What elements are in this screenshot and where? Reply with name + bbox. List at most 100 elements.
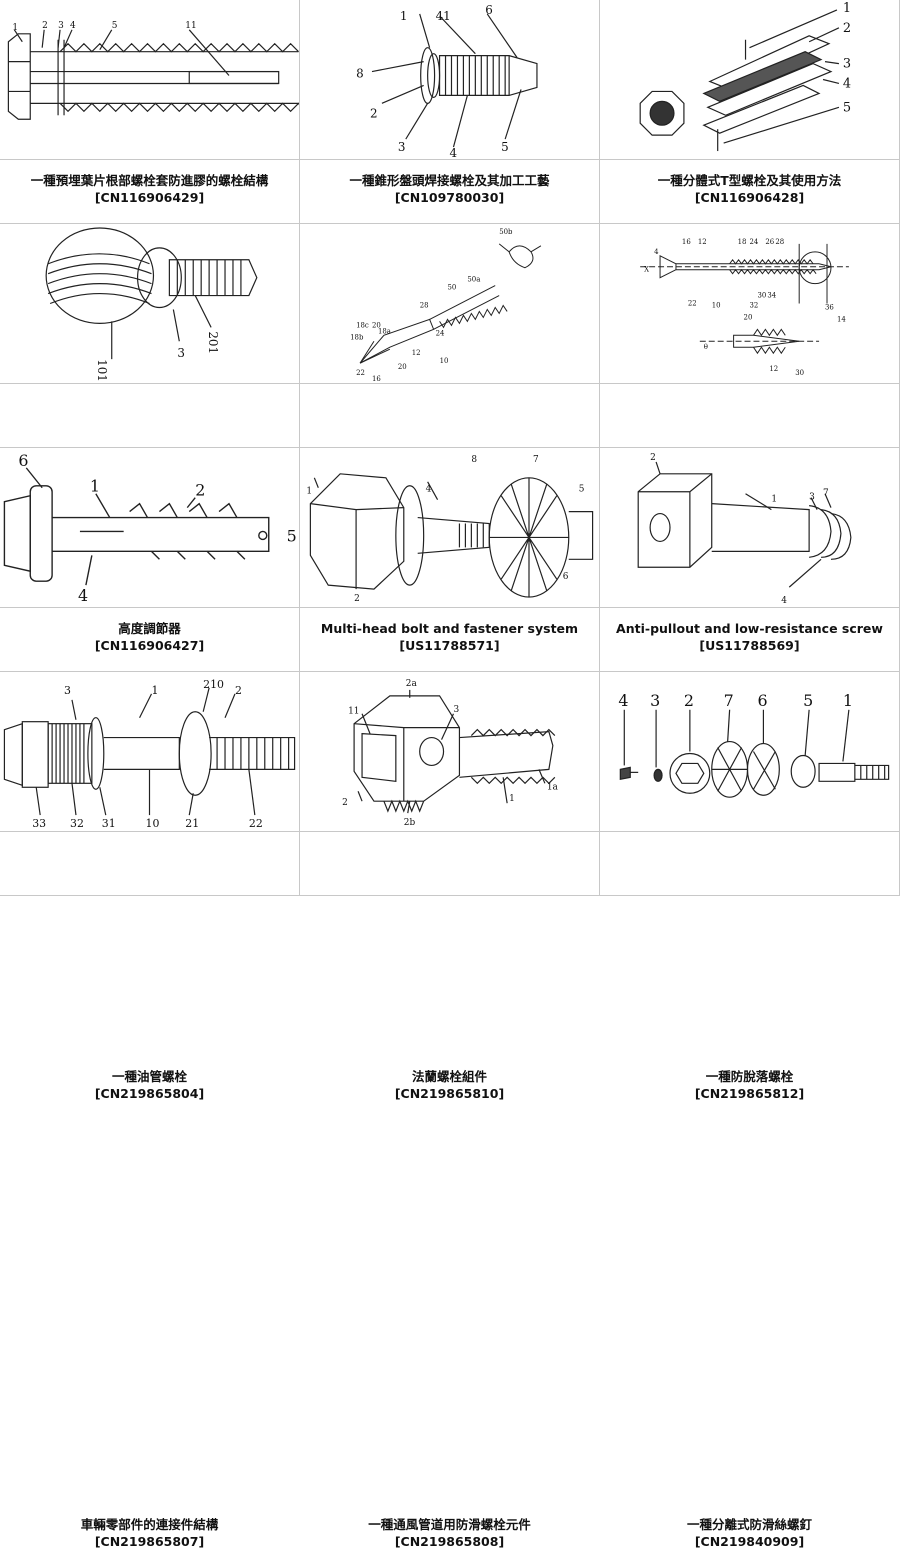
callout-label: 3 [398,140,406,154]
callout-label: 7 [724,691,734,710]
callout-label: 22 [356,369,365,377]
callout-label: 8 [356,67,364,81]
callout-label: 24 [750,238,759,246]
callout-label: 36 [825,303,834,311]
callout-label: 5 [501,140,509,154]
patent-drawing: 6 1 2 5 4 [0,448,299,608]
callout-label: 3 [809,493,815,503]
patent-number: [CN219865812] [600,1085,899,1102]
callout-label: 6 [757,691,767,710]
callout-label: 20 [398,363,407,371]
callout-label: 50 [448,284,457,292]
patent-drawing: 101 3 201 [0,224,299,384]
callout-label: 1 [509,794,515,804]
callout-label: 1 [12,23,18,33]
callout-label: 4 [618,691,628,710]
callout-label: 2b [404,818,416,828]
callout-label: 3 [58,21,64,31]
patent-card[interactable]: 2 1 3 7 4 一種防脫落螺栓 [CN219865812] [600,448,900,672]
callout-label: 14 [837,315,846,323]
patent-card[interactable]: 1 4 8 7 5 6 2 法蘭螺栓組件 [CN219865810] [300,448,600,672]
callout-label: 1 [306,487,312,497]
patent-title: 一種分離式防滑絲螺釘 [687,1517,812,1532]
callout-label: 2 [843,21,851,36]
callout-label: 18a [378,327,391,335]
callout-label: 18 [738,238,747,246]
patent-drawing: 1 41 6 8 2 3 4 5 [300,0,599,160]
callout-label: 28 [775,238,784,246]
caption: 一種分離式防滑絲螺釘 [CN219840909] [600,1516,899,1550]
callout-label: 20 [744,313,753,321]
callout-label: 4 [450,146,458,159]
callout-label: 5 [112,21,118,31]
callout-label: 2 [235,684,242,697]
patent-card[interactable]: 50b 50 50a 28 20 18c 18a 18b 24 12 10 22… [300,224,600,448]
patent-grid: 1 2 3 4 5 11 一種預埋葉片根部螺栓套防進膠的螺栓結構 [CN1169… [0,0,900,896]
callout-label: 32 [750,301,759,309]
patent-drawing: 4 3 2 7 6 5 1 [600,672,899,832]
patent-card[interactable]: 3 1 210 2 33 32 31 10 21 22 車輛零部件的連接件結構 … [0,672,300,896]
callout-label: 31 [102,817,116,830]
callout-label: 2 [354,594,360,604]
callout-label: 18c [356,321,369,329]
callout-label: 26 [765,238,774,246]
callout-label: 7 [823,489,829,499]
patent-card[interactable]: 6 1 2 5 4 一種油管螺栓 [CN219865804] [0,448,300,672]
callout-label: 34 [767,292,776,300]
callout-label: 2 [342,798,348,808]
patent-card[interactable]: 1 2 3 4 5 一種分體式T型螺栓及其使用方法 [CN116906428] [600,0,900,224]
patent-number: [CN219865804] [0,1085,299,1102]
patent-number: [CN219840909] [600,1533,899,1550]
callout-label: 3 [650,691,660,710]
callout-label: 5 [579,485,585,495]
callout-label: 50b [499,228,513,236]
patent-drawing: 50b 50 50a 28 20 18c 18a 18b 24 12 10 22… [300,224,599,384]
callout-label: θ [704,343,708,351]
callout-label: 4 [426,485,432,495]
callout-label: 6 [485,3,493,17]
patent-title: 一種油管螺栓 [112,1069,187,1084]
patent-card[interactable]: 1 2 3 4 5 11 一種預埋葉片根部螺栓套防進膠的螺栓結構 [CN1169… [0,0,300,224]
callout-label: 21 [185,817,199,830]
callout-label: 18b [350,333,364,341]
callout-label: 1 [90,477,100,496]
patent-card[interactable]: 1 41 6 8 2 3 4 5 一種錐形盤頭焊接螺栓及其加工工藝 [CN109… [300,0,600,224]
callout-label: 7 [533,455,539,465]
callout-label: 3 [64,684,71,697]
patent-title: 一種通風管道用防滑螺栓元件 [368,1517,531,1532]
caption: 一種油管螺栓 [CN219865804] [0,1068,299,1102]
callout-label: 2a [406,679,418,689]
callout-label: 10 [146,817,160,830]
callout-label: 3 [453,705,459,715]
patent-drawing: 16 12 18 24 26 28 X 4 22 10 20 32 30 34 … [600,224,899,384]
patent-drawing: 1 2 3 4 5 11 [0,0,299,160]
callout-label: 16 [682,238,691,246]
patent-card[interactable]: 101 3 201 高度調節器 [CN116906427] [0,224,300,448]
caption: 一種防脫落螺栓 [CN219865812] [600,1068,899,1102]
callout-label: 101 [95,359,109,382]
callout-label: 30 [757,292,766,300]
callout-label: 5 [843,100,851,115]
patent-title: 一種防脫落螺栓 [706,1069,794,1084]
callout-label: 8 [471,455,477,465]
callout-label: 30 [795,369,804,377]
patent-number: [CN219865808] [300,1533,599,1550]
callout-label: 4 [654,248,659,256]
callout-label: 5 [803,691,813,710]
callout-label: 6 [563,572,569,582]
callout-label: 12 [769,365,778,373]
patent-card[interactable]: 16 12 18 24 26 28 X 4 22 10 20 32 30 34 … [600,224,900,448]
caption: 車輛零部件的連接件結構 [CN219865807] [0,1516,299,1550]
caption: 一種通風管道用防滑螺栓元件 [CN219865808] [300,1516,599,1550]
callout-label: 10 [712,301,721,309]
callout-label: 210 [203,678,224,691]
callout-label: 32 [70,817,84,830]
callout-label: 2 [370,106,378,120]
callout-label: 10 [440,357,449,365]
patent-card[interactable]: 4 3 2 7 6 5 1 一種分離式防滑絲螺釘 [CN219840909] [600,672,900,896]
callout-label: 3 [843,57,851,72]
patent-number: [CN219865807] [0,1533,299,1550]
callout-label: 4 [70,21,76,31]
patent-card[interactable]: 2a 11 3 2 2b 1 1a 一種通風管道用防滑螺栓元件 [CN21986… [300,672,600,896]
patent-number: [CN116906428] [600,189,899,206]
